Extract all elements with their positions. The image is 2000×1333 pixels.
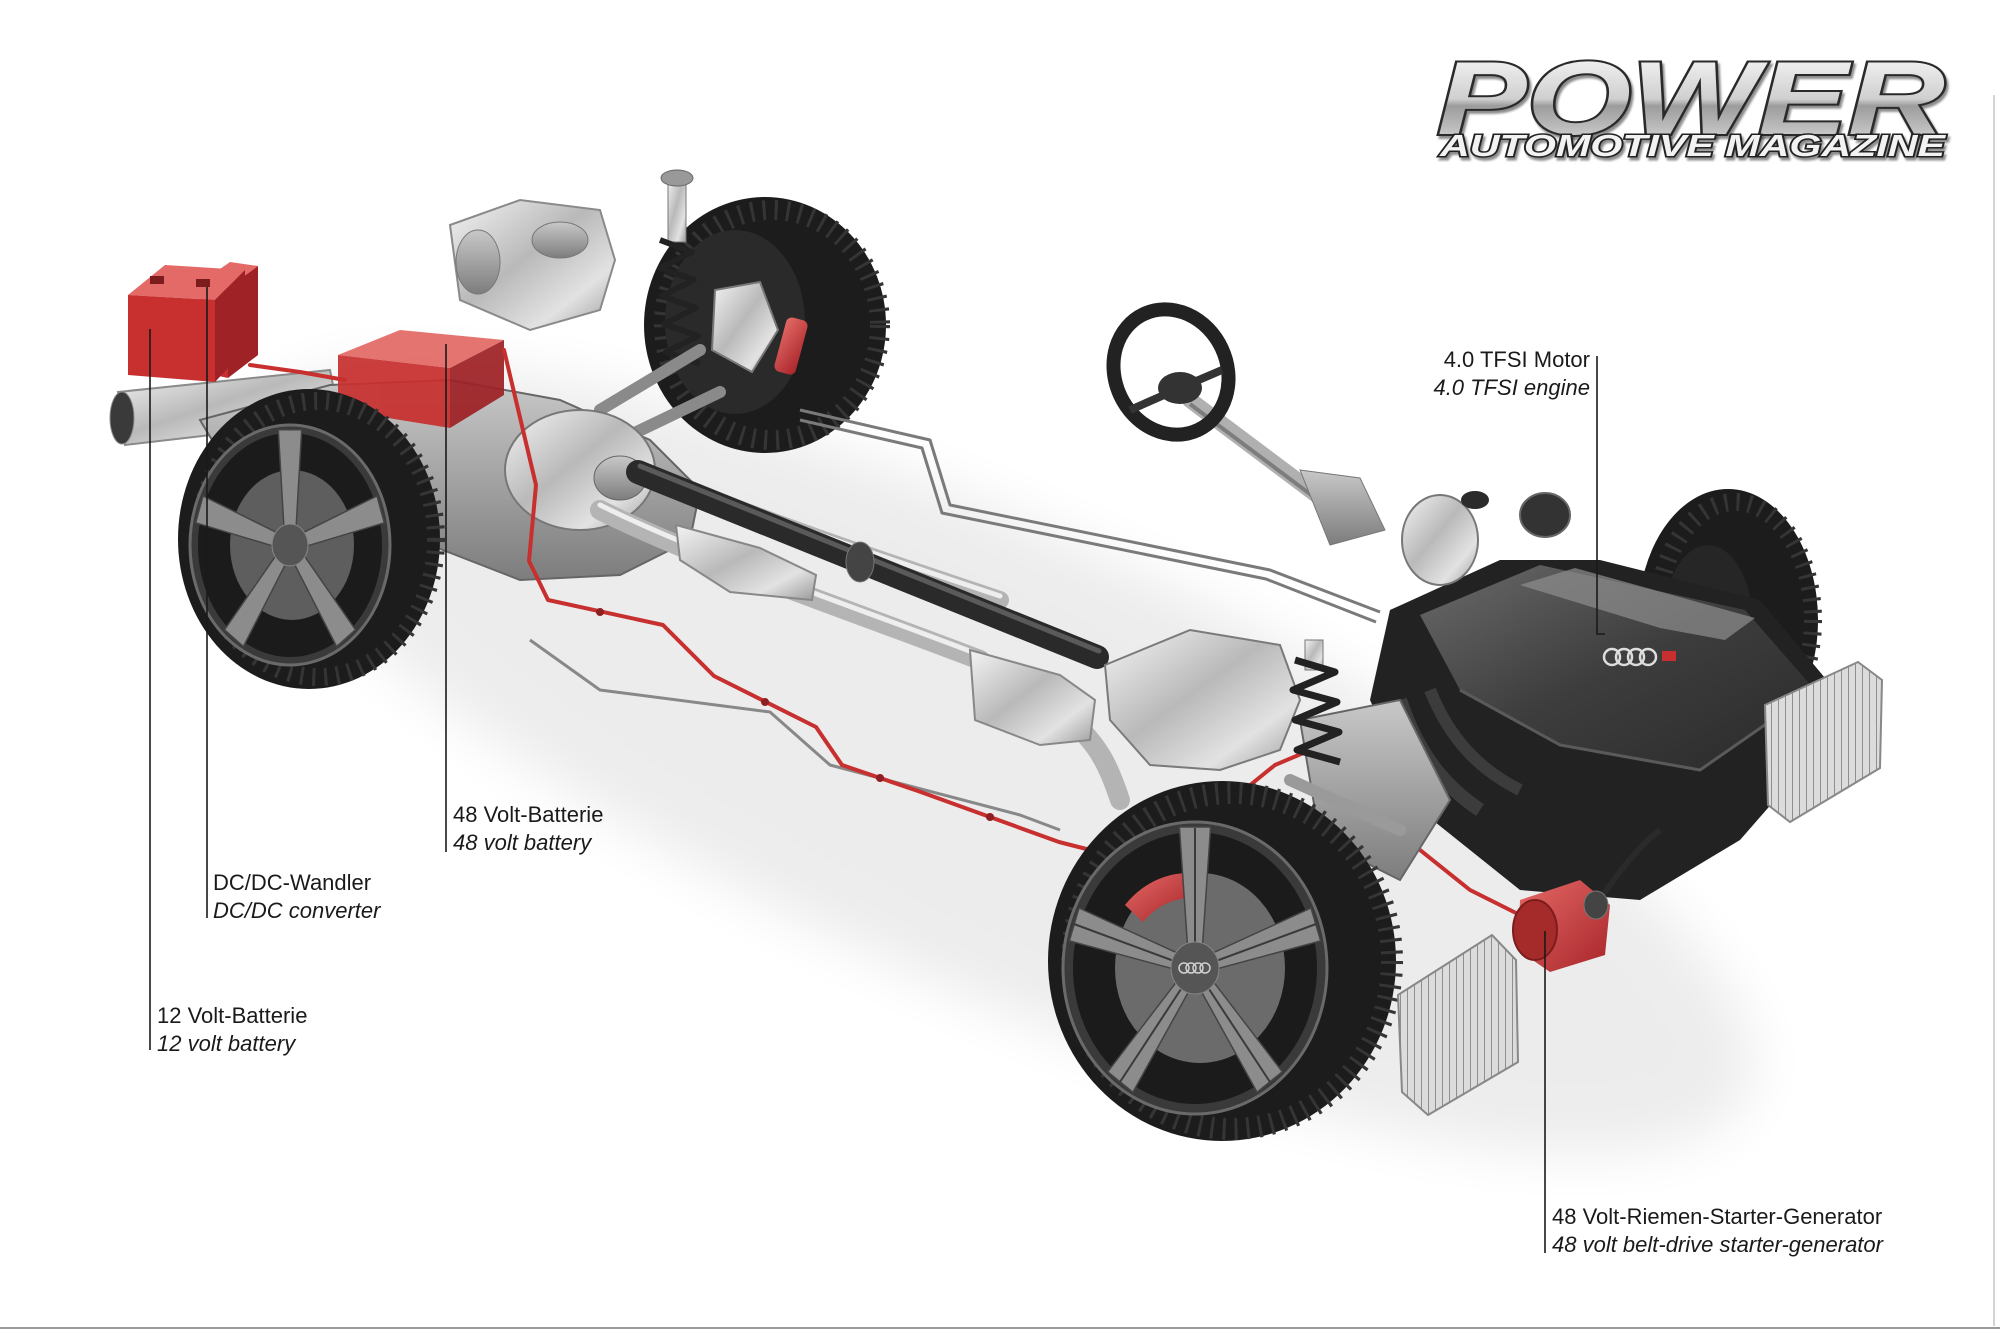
brake-line-lower bbox=[529, 638, 1061, 832]
label-battery-12v-de: 12 Volt-Batterie bbox=[157, 1003, 308, 1028]
logo-title: POWER bbox=[1437, 41, 1945, 157]
engine bbox=[1370, 491, 1835, 900]
label-engine: 4.0 TFSI Motor 4.0 TFSI engine bbox=[1433, 346, 1590, 402]
front-left-wheel bbox=[1048, 781, 1403, 1141]
label-battery-48v-de: 48 Volt-Batterie bbox=[453, 802, 604, 827]
rear-right-knuckle bbox=[710, 280, 780, 374]
radiator-front bbox=[1396, 933, 1520, 1117]
center-silencer bbox=[968, 648, 1097, 747]
generator-pulley bbox=[1583, 890, 1609, 920]
gearbox bbox=[1103, 628, 1302, 772]
front-left-hub-cap bbox=[1170, 941, 1220, 995]
radiator-right bbox=[1763, 660, 1884, 824]
label-battery-48v-en: 48 volt battery bbox=[453, 830, 592, 855]
leader-lines bbox=[149, 287, 1605, 1253]
leader-engine bbox=[1596, 356, 1605, 635]
exhaust-tip bbox=[109, 391, 135, 445]
label-battery-12v-en: 12 volt battery bbox=[157, 1031, 296, 1056]
label-starter-generator: 48 Volt-Riemen-Starter-Generator 48 volt… bbox=[1552, 1203, 1883, 1259]
front-left-spoke-splits bbox=[1073, 828, 1317, 1083]
logo-subtitle: AUTOMOTIVE MAGAZINE bbox=[1439, 128, 1947, 163]
rear-left-rim-spokes bbox=[194, 429, 386, 648]
label-battery-12v: 12 Volt-Batterie 12 volt battery bbox=[157, 1002, 307, 1058]
label-starter-generator-de: 48 Volt-Riemen-Starter-Generator bbox=[1552, 1204, 1883, 1229]
brake-booster bbox=[1401, 494, 1479, 586]
front-left-hub-rings bbox=[1178, 962, 1211, 974]
label-dcdc-en: DC/DC converter bbox=[213, 898, 381, 923]
label-battery-48v: 48 Volt-Batterie 48 volt battery bbox=[453, 801, 603, 857]
belt-starter-generator bbox=[1512, 827, 1662, 972]
steering-wheel bbox=[1106, 302, 1236, 442]
label-engine-de: 4.0 TFSI Motor bbox=[1443, 347, 1590, 372]
audi-rings-logo bbox=[1602, 647, 1658, 667]
coolant-cap bbox=[1519, 492, 1571, 538]
front-left-strut bbox=[1289, 639, 1343, 766]
rear-right-shock-absorber bbox=[657, 169, 701, 367]
label-engine-en: 4.0 TFSI engine bbox=[1433, 375, 1590, 400]
exhaust-resonator bbox=[674, 523, 818, 602]
battery-12v bbox=[128, 265, 245, 382]
rear-left-hub-cap bbox=[271, 523, 309, 567]
label-starter-generator-en: 48 volt belt-drive starter-generator bbox=[1552, 1232, 1883, 1257]
brake-lines-upper bbox=[799, 408, 1381, 624]
model-badge bbox=[1662, 651, 1676, 661]
label-dcdc: DC/DC-Wandler DC/DC converter bbox=[213, 869, 380, 925]
magazine-logo: POWER AUTOMOTIVE MAGAZINE bbox=[1435, 39, 1948, 165]
front-left-brake-caliper bbox=[1125, 872, 1192, 922]
rear-right-brake-caliper bbox=[774, 317, 808, 375]
drive-shaft bbox=[626, 460, 1109, 669]
label-dcdc-de: DC/DC-Wandler bbox=[213, 870, 372, 895]
rear-muffler bbox=[448, 198, 617, 332]
reservoir-cap bbox=[1461, 491, 1489, 509]
rear-left-wheel bbox=[178, 389, 445, 689]
